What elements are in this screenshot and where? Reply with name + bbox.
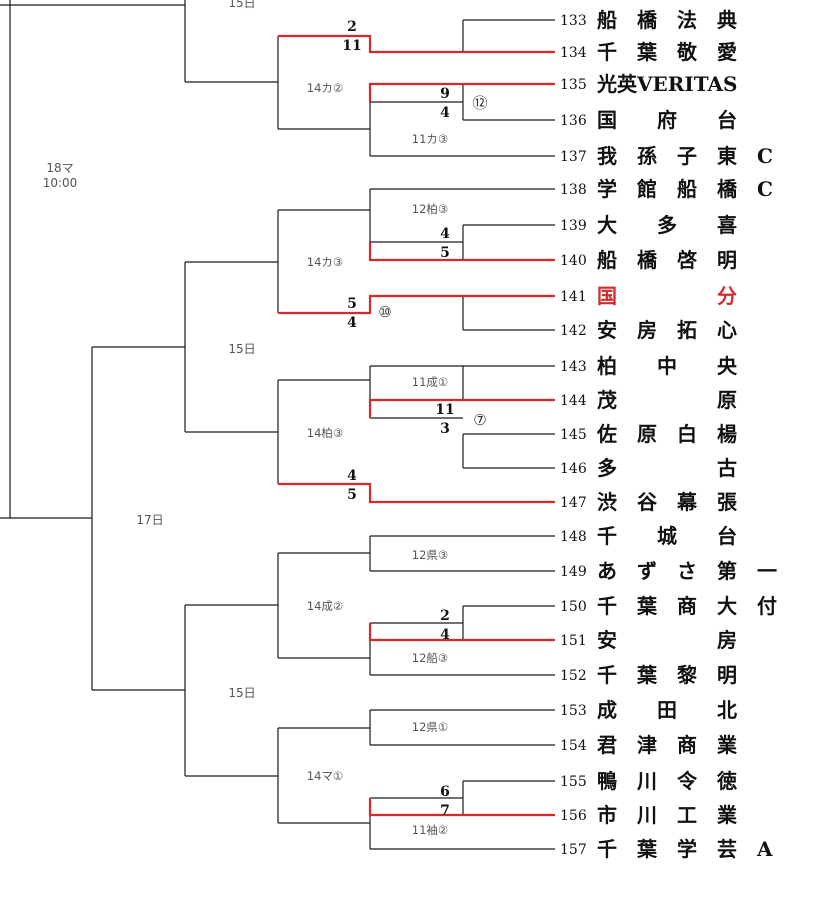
team-number: 140 [560,253,587,269]
winner-lines [278,34,555,817]
team-number: 151 [560,633,587,649]
date-label: 15日 [228,0,255,10]
score-bottom: 4 [440,627,450,643]
venue-note: 12県① [412,720,448,734]
team-name: 国 府 台 [597,108,737,132]
final-date: 18マ [46,161,73,175]
score-bottom: 4 [440,105,450,121]
team-name: 千 城 台 [597,524,737,548]
team-name: 君 津 商 業 [597,733,738,757]
venue-note: 14成② [307,599,343,613]
team-name: 多 古 [597,456,737,480]
scores: 2 11 9 4 ⑫ 4 5 5 4 ⑩ 11 3 ⑦ 4 5 2 4 6 7 [342,19,487,819]
team-name: 渋 谷 幕 張 [597,490,738,514]
score-top: 5 [347,296,357,312]
score-bottom: 5 [347,487,357,503]
venue-note: 14マ① [307,769,343,783]
team-number: 134 [560,45,587,61]
team-number: 156 [560,808,587,824]
score-top: 9 [440,86,450,102]
team-name: 市 川 工 業 [597,803,738,827]
team-name: 我 孫 子 東 C [597,144,773,168]
team-number: 157 [560,842,587,858]
venue-notes: 15日 18マ 10:00 15日 17日 15日 14カ② 11カ③ 12柏③… [43,0,449,837]
game-number: ⑦ [473,411,486,429]
venue-note: 14柏③ [307,426,343,440]
team-number: 139 [560,218,587,234]
team-number: 135 [560,77,587,93]
team-number: 142 [560,323,587,339]
team-number: 146 [560,461,587,477]
team-name: 千 葉 商 大 付 [597,594,777,618]
venue-note: 14カ② [307,81,343,95]
team-name: 成 田 北 [597,698,737,722]
date-label: 15日 [228,342,255,356]
team-number: 133 [560,13,587,29]
score-top: 4 [440,226,450,242]
venue-note: 12柏③ [412,202,448,216]
team-number: 148 [560,529,587,545]
team-name: 千 葉 学 芸 A [597,837,773,861]
date-label: 15日 [228,686,255,700]
date-label: 17日 [136,513,163,527]
score-bottom: 4 [347,315,357,331]
team-number: 154 [560,738,587,754]
team-number: 152 [560,668,587,684]
venue-note: 14カ③ [307,255,343,269]
venue-note: 12県③ [412,548,448,562]
team-name: 船 橋 啓 明 [597,248,737,272]
team-number: 136 [560,113,587,129]
team-name: 学 館 船 橋 C [597,177,773,201]
team-name: 茂 原 [597,388,737,412]
team-number: 141 [560,289,587,305]
score-top: 6 [440,784,450,800]
game-number: ⑩ [378,303,391,321]
score-bottom: 7 [440,803,450,819]
team-number: 147 [560,495,587,511]
bracket-lines [0,0,555,850]
team-list: 133 船 橋 法 典 134 千 葉 敬 愛 135 光英VERITAS 136 国 府 台… [560,8,777,861]
venue-note: 11成① [412,375,448,389]
team-number: 153 [560,703,587,719]
venue-note: 11カ③ [412,132,448,146]
team-name: 安 房 拓 心 [597,318,737,342]
team-name: 千 葉 敬 愛 [597,40,737,64]
team-name: 船 橋 法 典 [597,8,737,32]
team-number: 138 [560,182,587,198]
venue-note: 11袖② [412,823,448,837]
score-bottom: 5 [440,245,450,261]
team-name: 大 多 喜 [597,213,737,237]
team-name: 国 分 [597,284,737,308]
team-number: 144 [560,393,587,409]
score-top: 2 [440,608,450,624]
score-top: 2 [347,19,357,35]
team-name: 鴨 川 令 徳 [597,769,737,793]
venue-note: 12船③ [412,651,448,665]
team-name: あ ず さ 第 一 [597,559,777,583]
final-time: 10:00 [43,176,78,190]
team-name: 安 房 [597,628,737,652]
game-number: ⑫ [472,94,487,112]
team-number: 145 [560,427,587,443]
team-number: 143 [560,359,587,375]
score-bottom: 11 [342,38,361,54]
team-number: 149 [560,564,587,580]
team-number: 150 [560,599,587,615]
score-top: 11 [435,402,454,418]
team-name: 光英VERITAS [596,72,738,96]
score-bottom: 3 [440,421,450,437]
score-top: 4 [347,468,357,484]
team-number: 137 [560,149,587,165]
team-name: 柏 中 央 [597,354,738,378]
team-number: 155 [560,774,587,790]
team-name: 佐 原 白 楊 [596,422,737,446]
team-name: 千 葉 黎 明 [597,663,737,687]
